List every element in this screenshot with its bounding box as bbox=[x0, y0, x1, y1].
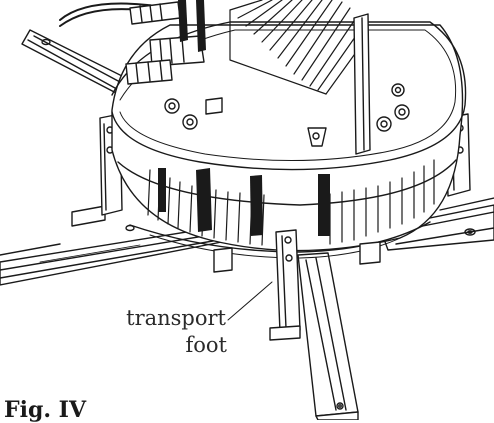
figure-caption: Fig. IV bbox=[4, 397, 87, 423]
top-fins bbox=[229, 0, 363, 95]
callout-transport-label: transport bbox=[126, 306, 226, 330]
cable-connectors bbox=[59, 0, 206, 85]
lower-fins bbox=[147, 159, 435, 246]
vertical-plate bbox=[353, 13, 371, 155]
transport-foot bbox=[213, 229, 381, 341]
front-arm bbox=[297, 252, 359, 420]
right-arm bbox=[379, 197, 494, 251]
left-upper-beam bbox=[21, 29, 131, 96]
callout-leader-line bbox=[227, 281, 273, 321]
left-lower-arm bbox=[0, 205, 233, 286]
callout-foot-label: foot bbox=[185, 333, 228, 357]
ring-bolts bbox=[164, 83, 410, 147]
